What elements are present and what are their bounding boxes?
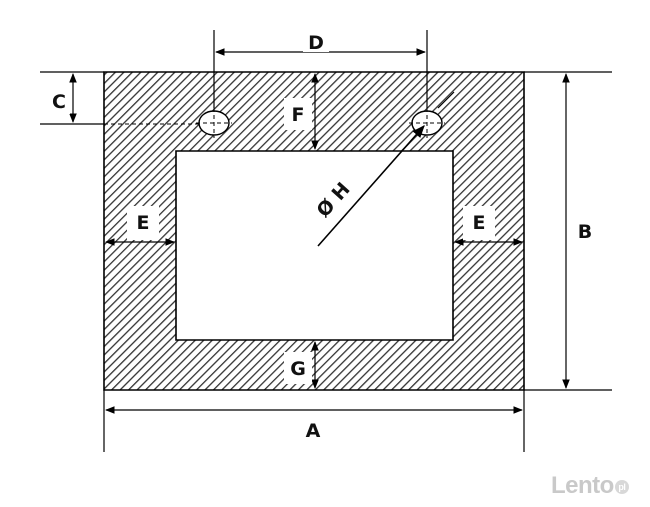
label-e-right-box: [463, 206, 495, 240]
label-d: D: [308, 32, 324, 54]
dimension-h: [317, 91, 455, 247]
label-c: C: [52, 91, 66, 113]
label-c-box: [48, 88, 70, 114]
label-e-right: E: [473, 212, 486, 234]
label-g-box: [284, 352, 312, 384]
label-b: B: [578, 221, 592, 243]
label-h: Ø H: [312, 178, 354, 221]
watermark-badge-icon: pl: [614, 479, 629, 494]
hole-left: [196, 108, 232, 138]
label-f-box: [284, 98, 312, 130]
label-f: F: [292, 104, 305, 126]
dimension-b: [524, 71, 612, 391]
label-e-left-box: [127, 206, 159, 240]
label-e-left: E: [137, 212, 150, 234]
label-a: A: [306, 420, 321, 442]
dimension-c: [40, 71, 200, 125]
watermark-text: Lento: [551, 472, 614, 499]
hatched-frame: [103, 71, 525, 391]
label-d-box: [303, 30, 329, 52]
label-g: G: [290, 358, 306, 380]
dimension-a: [103, 390, 525, 452]
